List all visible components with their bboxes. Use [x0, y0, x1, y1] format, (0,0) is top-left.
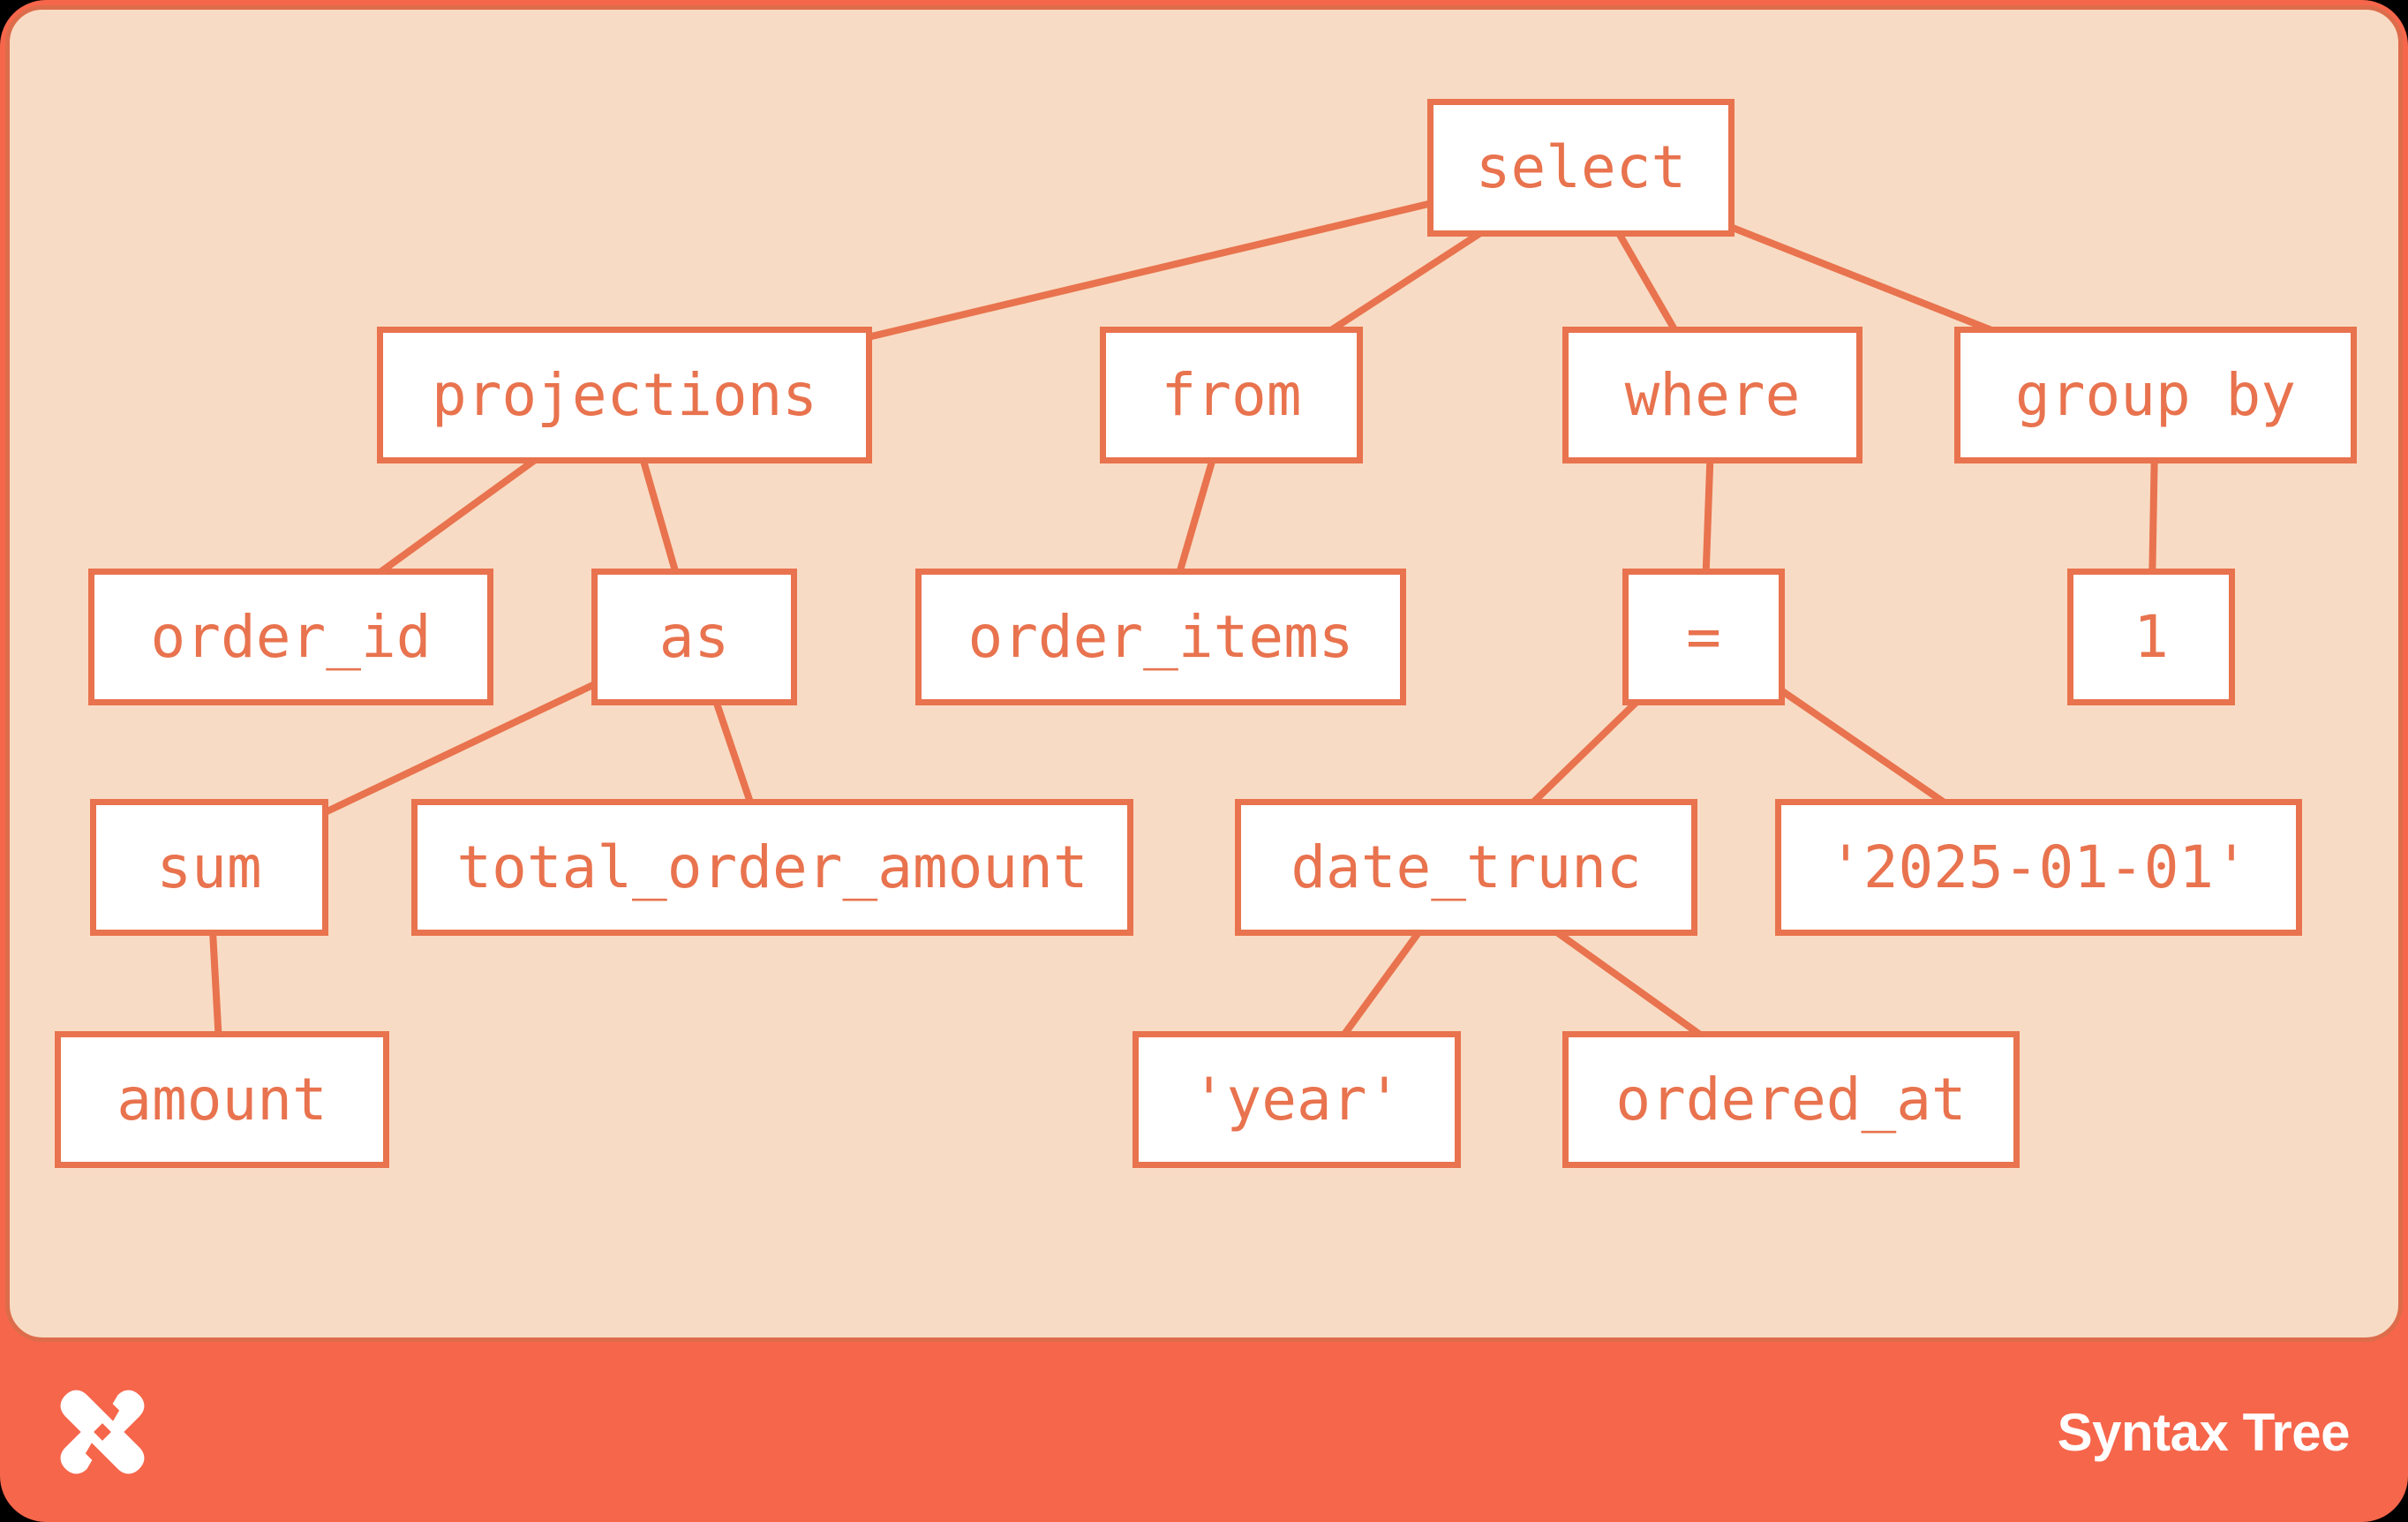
tree-node-order_items: order_items: [915, 569, 1406, 705]
tree-node-one: 1: [2067, 569, 2235, 705]
tree-node-label: sum: [156, 833, 262, 901]
tree-node-as: as: [591, 569, 797, 705]
tree-node-label: from: [1161, 360, 1302, 429]
tree-node-total_order_amount: total_order_amount: [411, 799, 1133, 936]
tree-node-label: 'year': [1191, 1065, 1403, 1134]
tree-node-label: '2025-01-01': [1828, 833, 2249, 901]
tree-node-date_literal: '2025-01-01': [1775, 799, 2302, 936]
tree-node-label: order_id: [150, 602, 432, 671]
tree-node-group_by: group by: [1954, 327, 2357, 463]
tree-node-from: from: [1100, 327, 1363, 463]
tree-node-amount: amount: [55, 1031, 389, 1168]
footer-bar: Syntax Tree: [0, 1342, 2408, 1522]
tree-node-label: projections: [431, 360, 818, 429]
tree-node-year_literal: 'year': [1133, 1031, 1461, 1168]
tree-node-label: select: [1475, 133, 1687, 201]
tree-node-label: total_order_amount: [456, 833, 1088, 901]
tree-node-label: as: [658, 602, 730, 671]
dbt-logo-icon: [60, 1390, 145, 1474]
tree-node-order_id: order_id: [88, 569, 493, 705]
tree-node-date_trunc: date_trunc: [1235, 799, 1697, 936]
tree-node-where: where: [1562, 327, 1862, 463]
tree-node-label: date_trunc: [1291, 833, 1642, 901]
tree-node-label: where: [1624, 360, 1801, 429]
tree-node-label: 1: [2133, 602, 2169, 671]
tree-node-label: ordered_at: [1615, 1065, 1967, 1134]
tree-node-label: =: [1686, 602, 1721, 671]
tree-node-label: group by: [2015, 360, 2296, 429]
tree-node-eq: =: [1622, 569, 1785, 705]
tree-node-label: order_items: [967, 602, 1354, 671]
tree-node-ordered_at: ordered_at: [1562, 1031, 2020, 1168]
footer-title: Syntax Tree: [2057, 1402, 2351, 1462]
tree-node-sum: sum: [90, 799, 328, 936]
tree-node-projections: projections: [377, 327, 872, 463]
tree-node-label: amount: [117, 1065, 327, 1134]
tree-node-select: select: [1427, 99, 1735, 237]
